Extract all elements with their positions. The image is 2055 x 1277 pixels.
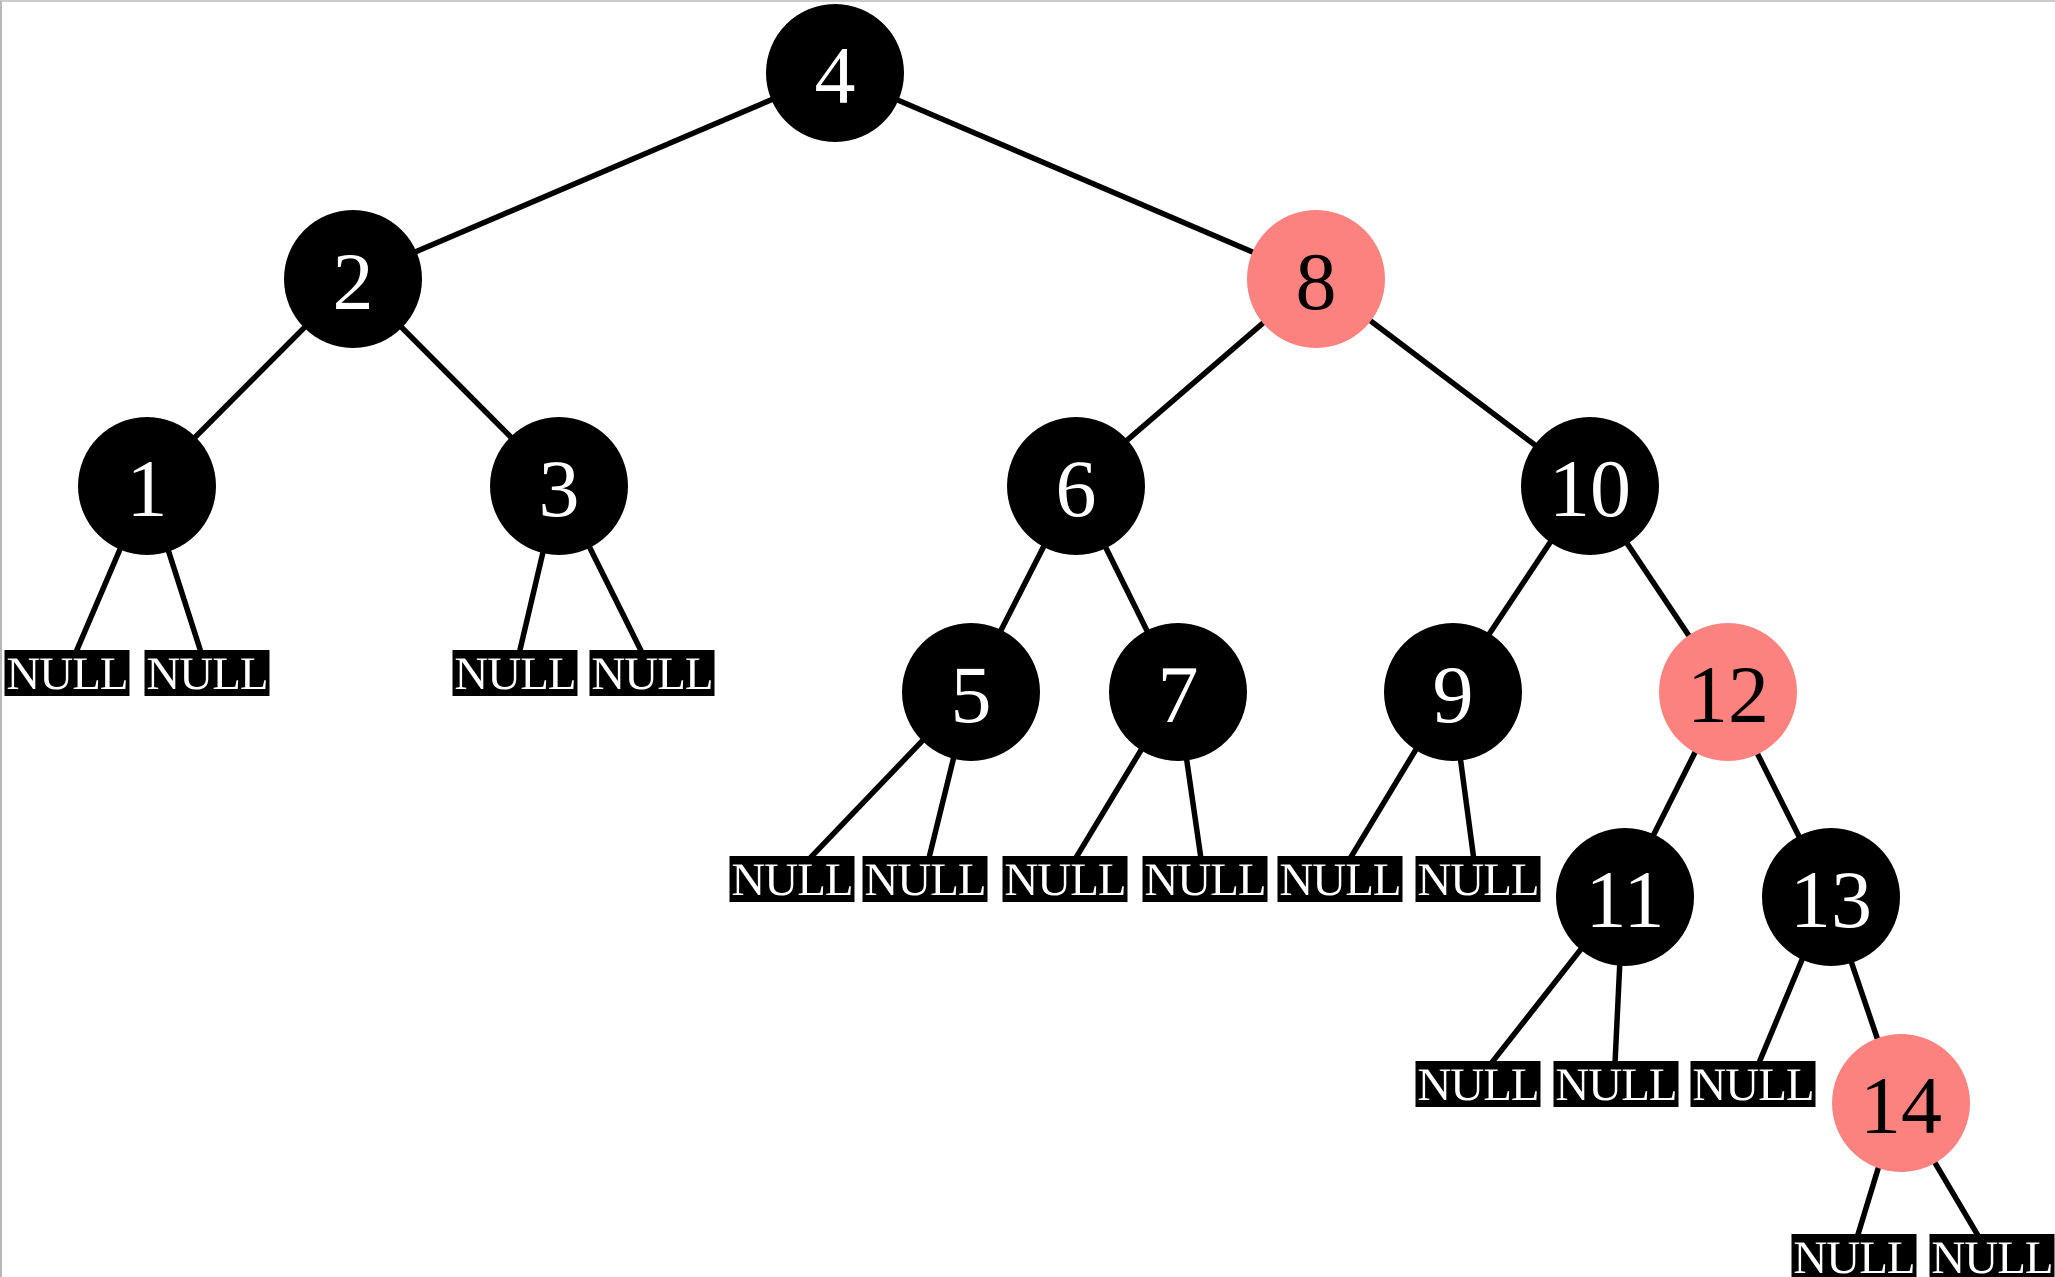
node-value-label: 11 xyxy=(1585,854,1665,945)
null-leaf-label: NULL xyxy=(864,853,986,906)
node-value-label: 8 xyxy=(1295,236,1337,327)
tree-node-2-black: 2 xyxy=(284,210,422,348)
tree-edge-4-8 xyxy=(833,70,1316,282)
node-value-label: 5 xyxy=(950,649,992,740)
tree-node-14-red: 14 xyxy=(1832,1034,1970,1172)
tree-node-5-black: 5 xyxy=(902,623,1040,761)
tree-edge-4-2 xyxy=(351,70,836,282)
null-leaf-label: NULL xyxy=(1279,853,1401,906)
null-leaf-null-9b: NULL xyxy=(1415,853,1541,906)
null-leaf-label: NULL xyxy=(1417,1058,1539,1111)
null-leaf-label: NULL xyxy=(454,647,576,700)
null-leaf-label: NULL xyxy=(731,853,853,906)
tree-node-11-black: 11 xyxy=(1556,828,1694,966)
null-leaf-null-5a: NULL xyxy=(729,853,855,906)
node-value-label: 13 xyxy=(1790,854,1872,945)
node-value-label: 9 xyxy=(1432,649,1474,740)
node-value-label: 10 xyxy=(1549,443,1631,534)
null-leaf-label: NULL xyxy=(1144,853,1266,906)
node-value-label: 6 xyxy=(1055,443,1097,534)
node-value-label: 12 xyxy=(1687,649,1769,740)
null-leaf-label: NULL xyxy=(1004,853,1126,906)
null-leaf-null-7a: NULL xyxy=(1002,853,1128,906)
null-leaf-label: NULL xyxy=(1417,853,1539,906)
tree-node-9-black: 9 xyxy=(1384,623,1522,761)
tree-node-7-black: 7 xyxy=(1109,623,1247,761)
null-leaf-label: NULL xyxy=(1555,1058,1677,1111)
tree-node-1-black: 1 xyxy=(78,417,216,555)
null-leaf-null-1a: NULL xyxy=(4,647,130,700)
null-leaf-label: NULL xyxy=(1793,1231,1915,1277)
tree-node-8-red: 8 xyxy=(1247,210,1385,348)
null-leaf-null-7b: NULL xyxy=(1142,853,1268,906)
tree-node-6-black: 6 xyxy=(1007,417,1145,555)
node-value-label: 4 xyxy=(814,30,856,121)
null-leaf-label: NULL xyxy=(591,647,713,700)
null-leaf-label: NULL xyxy=(6,647,128,700)
tree-node-10-black: 10 xyxy=(1521,417,1659,555)
tree-node-3-black: 3 xyxy=(490,417,628,555)
null-leaf-null-3a: NULL xyxy=(452,647,578,700)
tree-node-13-black: 13 xyxy=(1762,828,1900,966)
null-leaf-null-1b: NULL xyxy=(144,647,270,700)
null-leaf-null-14b: NULL xyxy=(1929,1231,2055,1277)
node-value-label: 7 xyxy=(1157,649,1199,740)
tree-node-4-black: 4 xyxy=(766,4,904,142)
null-leaf-null-13a: NULL xyxy=(1690,1058,1816,1111)
tree-node-12-red: 12 xyxy=(1659,623,1797,761)
null-leaf-null-3b: NULL xyxy=(589,647,715,700)
node-value-label: 3 xyxy=(538,443,580,534)
null-leaf-null-9a: NULL xyxy=(1277,853,1403,906)
null-leaf-null-11a: NULL xyxy=(1415,1058,1541,1111)
null-leaf-null-5b: NULL xyxy=(862,853,988,906)
null-leaf-null-14a: NULL xyxy=(1791,1231,1917,1277)
null-leaf-null-11b: NULL xyxy=(1553,1058,1679,1111)
null-leaf-label: NULL xyxy=(1692,1058,1814,1111)
null-leaf-label: NULL xyxy=(1931,1231,2053,1277)
node-value-label: 1 xyxy=(126,443,168,534)
node-value-label: 2 xyxy=(332,236,374,327)
null-leaf-label: NULL xyxy=(146,647,268,700)
node-value-label: 14 xyxy=(1860,1060,1942,1151)
